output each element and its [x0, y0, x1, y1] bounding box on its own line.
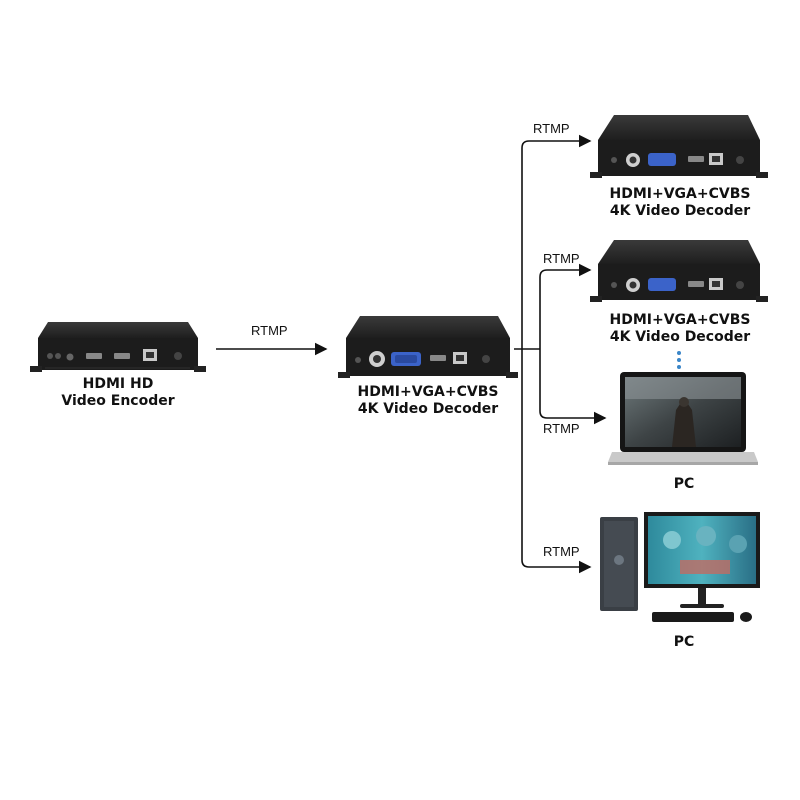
decoder-main-caption-line2: 4K Video Decoder [357, 401, 499, 417]
connectors [216, 134, 607, 574]
encoder-caption-line1: HDMI HD [82, 376, 154, 392]
edge-label-to-desktop: RTMP [543, 544, 580, 559]
encoder-caption-line2: Video Encoder [61, 393, 175, 409]
decoder-second-device [590, 240, 768, 302]
decoder-top-device [590, 115, 768, 178]
decoder-main-caption: HDMI+VGA+CVBS 4K Video Decoder [352, 384, 504, 418]
decoder-top-caption-line1: HDMI+VGA+CVBS [609, 186, 751, 202]
desktop-caption: PC [673, 634, 695, 650]
decoder-main-caption-line1: HDMI+VGA+CVBS [357, 384, 499, 400]
desktop-device [600, 512, 760, 622]
edge-label-to-laptop: RTMP [543, 421, 580, 436]
arrow-to-desktop [521, 148, 592, 574]
arrow-to-decoder-second [539, 263, 592, 349]
arrow-to-laptop [539, 349, 607, 425]
laptop-device [608, 372, 758, 465]
edge-label-encoder-to-decoder: RTMP [251, 323, 288, 338]
decoder-second-caption-line2: 4K Video Decoder [609, 329, 751, 345]
decoder-second-caption-line1: HDMI+VGA+CVBS [609, 312, 751, 328]
arrow-to-decoder-top [521, 134, 592, 149]
edge-label-to-decoder-second: RTMP [543, 251, 580, 266]
decoder-main-device [338, 316, 518, 378]
edge-label-to-decoder-top: RTMP [533, 121, 570, 136]
decoder-top-caption: HDMI+VGA+CVBS 4K Video Decoder [604, 186, 756, 220]
more-devices-dots [677, 351, 681, 369]
decoder-top-caption-line2: 4K Video Decoder [609, 203, 751, 219]
encoder-caption: HDMI HD Video Encoder [56, 376, 180, 410]
decoder-second-caption: HDMI+VGA+CVBS 4K Video Decoder [604, 312, 756, 346]
laptop-caption: PC [673, 476, 695, 492]
encoder-device [30, 322, 206, 372]
